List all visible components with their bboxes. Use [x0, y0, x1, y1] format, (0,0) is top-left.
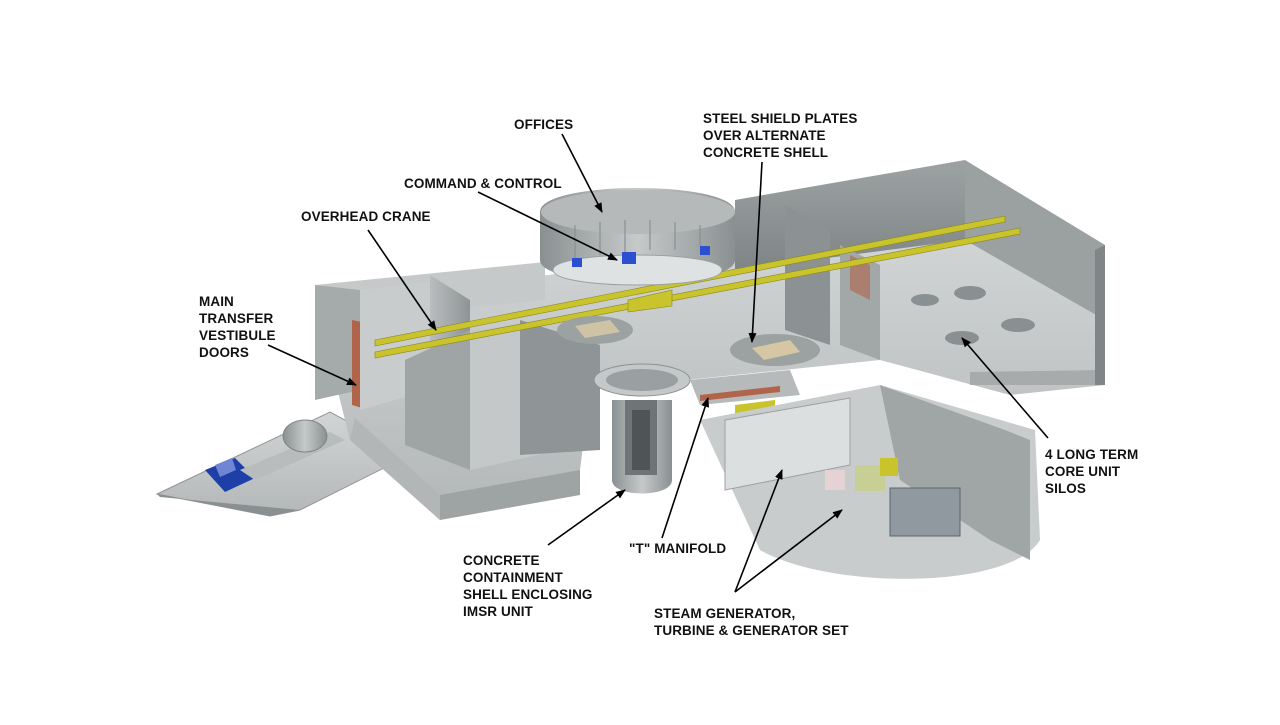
label-main-transfer-doors: MAIN TRANSFER VESTIBULE DOORS	[199, 294, 276, 360]
leader-silos	[961, 337, 1049, 439]
leader-t-manifold	[661, 397, 709, 539]
offices-drum	[540, 188, 735, 286]
leader-lines	[267, 133, 1049, 593]
label-core-unit-silos: 4 LONG TERM CORE UNIT SILOS	[1045, 447, 1139, 496]
turbine-hall	[700, 385, 1040, 579]
leader-command-control	[477, 191, 618, 261]
label-t-manifold: "T" MANIFOLD	[629, 541, 727, 556]
leader-steam-2	[734, 509, 843, 593]
label-containment-shell: CONCRETE CONTAINMENT SHELL ENCLOSING IMS…	[463, 553, 593, 619]
label-offices: OFFICES	[514, 117, 574, 132]
containment-shell	[593, 363, 691, 494]
label-command-control: COMMAND & CONTROL	[404, 176, 562, 191]
t-manifold-corridor	[690, 370, 800, 415]
leader-main-transfer	[267, 344, 357, 386]
leader-containment	[547, 489, 626, 546]
transport-truck	[205, 419, 345, 492]
leader-offices	[561, 133, 603, 213]
leader-steel-shield	[748, 161, 763, 343]
label-steam-generator: STEAM GENERATOR, TURBINE & GENERATOR SET	[654, 606, 849, 638]
leader-overhead-crane	[367, 229, 437, 331]
leader-steam-1	[734, 469, 783, 593]
label-steel-shield-plates: STEEL SHIELD PLATES OVER ALTERNATE CONCR…	[703, 111, 858, 160]
label-overhead-crane: OVERHEAD CRANE	[301, 209, 431, 224]
